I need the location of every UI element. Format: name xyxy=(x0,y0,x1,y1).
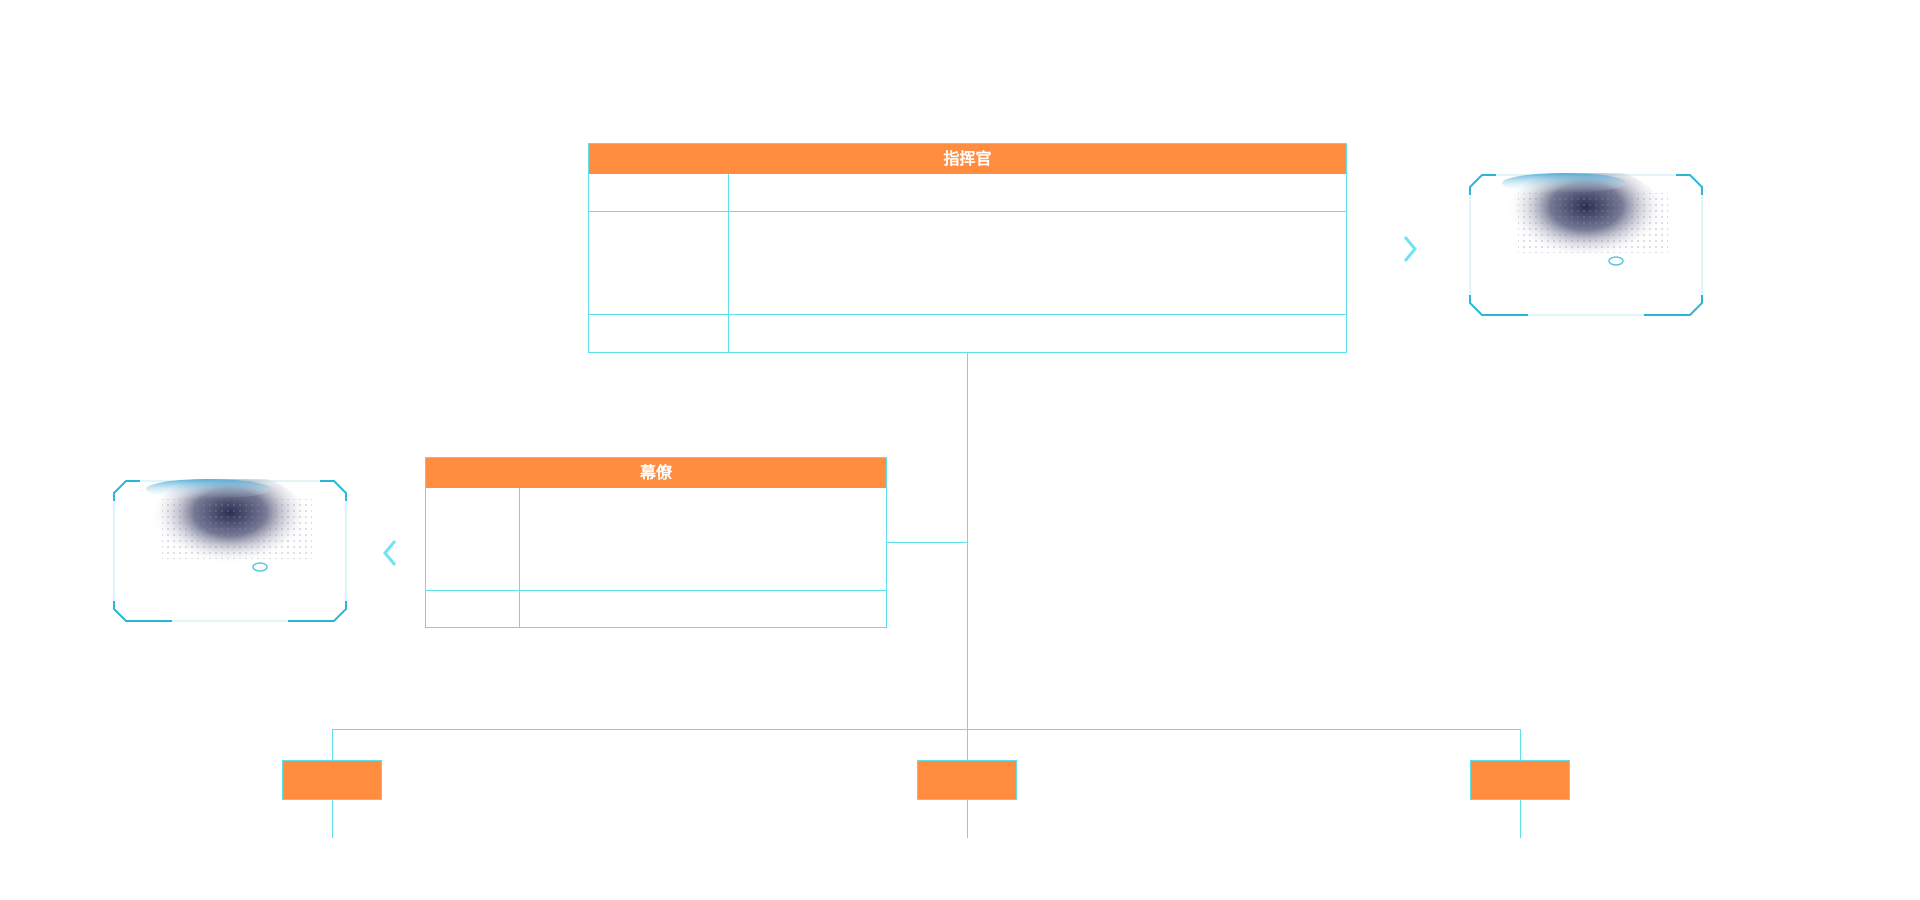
connector-units-bus xyxy=(332,729,1521,730)
staff-row xyxy=(426,488,886,590)
staff-row-key xyxy=(426,488,520,590)
unit-node[interactable] xyxy=(1470,760,1570,800)
commander-row xyxy=(589,211,1346,314)
commander-row-key xyxy=(589,174,729,211)
commander-card: 指挥官 xyxy=(588,143,1347,353)
staff-row xyxy=(426,590,886,627)
commander-row-value xyxy=(729,174,1346,211)
staff-row-value xyxy=(520,591,886,627)
staff-avatar xyxy=(112,479,348,623)
connector-staff-branch xyxy=(887,542,967,543)
connector-main-vertical xyxy=(967,352,968,729)
commander-title: 指挥官 xyxy=(589,144,1346,174)
commander-avatar xyxy=(1468,173,1704,317)
unit-node[interactable] xyxy=(282,760,382,800)
staff-card: 幕僚 xyxy=(425,457,887,628)
commander-row-value xyxy=(729,212,1346,314)
unit-node[interactable] xyxy=(917,760,1017,800)
commander-row-key xyxy=(589,212,729,314)
staff-row-key xyxy=(426,591,520,627)
staff-title: 幕僚 xyxy=(426,458,886,488)
commander-row xyxy=(589,174,1346,211)
chevron-left-icon[interactable] xyxy=(378,538,400,568)
commander-row-key xyxy=(589,315,729,352)
commander-row xyxy=(589,314,1346,352)
staff-row-value xyxy=(520,488,886,590)
commander-row-value xyxy=(729,315,1346,352)
chevron-right-icon[interactable] xyxy=(1400,234,1422,264)
